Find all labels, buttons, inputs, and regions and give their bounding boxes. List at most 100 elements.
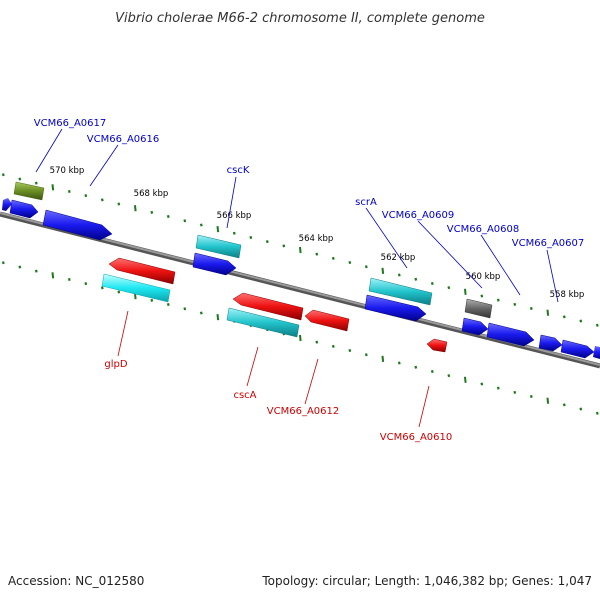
minor-tick xyxy=(579,407,583,411)
feature-reverse-0612[interactable] xyxy=(304,309,350,332)
feature-rna-upper-2[interactable] xyxy=(368,277,433,306)
major-tick xyxy=(216,226,220,233)
feature-rna-upper-1[interactable] xyxy=(195,234,242,259)
scale-label-562: 562 kbp xyxy=(381,253,416,263)
minor-tick xyxy=(447,286,451,290)
feature-reverse-0610[interactable] xyxy=(426,338,448,353)
minor-tick xyxy=(364,353,368,357)
minor-tick xyxy=(529,307,533,311)
minor-tick xyxy=(265,240,269,244)
feature-forward-edge-right[interactable] xyxy=(593,346,600,359)
upper-strand-features xyxy=(2,181,600,359)
minor-tick xyxy=(18,265,22,269)
minor-tick xyxy=(34,269,38,273)
feature-forward-0608[interactable] xyxy=(486,322,535,347)
major-tick xyxy=(51,272,55,279)
minor-tick xyxy=(414,365,418,369)
minor-tick xyxy=(1,173,5,177)
minor-tick xyxy=(183,219,187,223)
minor-tick xyxy=(348,261,352,265)
gene-label-scrA[interactable]: scrA xyxy=(355,197,377,208)
minor-tick xyxy=(1,261,5,265)
minor-tick xyxy=(430,281,434,285)
gene-label-cscA[interactable]: cscA xyxy=(233,390,256,401)
scale-label-570: 570 kbp xyxy=(50,166,85,176)
minor-tick xyxy=(199,223,203,227)
gene-label-VCM66_A0607[interactable]: VCM66_A0607 xyxy=(512,238,584,249)
minor-tick xyxy=(496,386,500,390)
minor-tick xyxy=(100,286,104,290)
upper-gene-labels: VCM66_A0617 VCM66_A0616 cscK scrA VCM66_… xyxy=(34,118,584,303)
feature-forward-next[interactable] xyxy=(560,339,595,359)
tick-row-upper xyxy=(1,173,599,327)
feature-forward-0616[interactable] xyxy=(42,209,113,241)
gene-label-cscK[interactable]: cscK xyxy=(227,165,250,176)
minor-tick xyxy=(232,231,236,235)
feature-rna-lower-2[interactable] xyxy=(226,307,300,338)
minor-tick xyxy=(331,256,335,260)
minor-tick xyxy=(315,252,319,256)
minor-tick xyxy=(67,189,71,193)
gene-label-VCM66_A0609[interactable]: VCM66_A0609 xyxy=(382,210,454,221)
minor-tick xyxy=(447,374,451,378)
major-tick xyxy=(51,184,55,191)
minor-tick xyxy=(595,323,599,327)
feature-reverse-cscA[interactable] xyxy=(232,292,304,321)
minor-tick xyxy=(18,177,22,181)
major-tick xyxy=(134,205,137,212)
major-tick xyxy=(546,397,550,404)
minor-tick xyxy=(579,319,583,323)
gene-label-VCM66_A0616[interactable]: VCM66_A0616 xyxy=(87,134,159,145)
minor-tick xyxy=(430,369,434,373)
minor-tick xyxy=(331,344,335,348)
minor-tick xyxy=(117,202,121,206)
minor-tick xyxy=(496,298,500,302)
minor-tick xyxy=(562,403,566,407)
minor-tick xyxy=(117,290,121,294)
minor-tick xyxy=(513,302,517,306)
major-tick xyxy=(299,334,302,342)
gene-label-VCM66_A0617[interactable]: VCM66_A0617 xyxy=(34,118,106,129)
minor-tick xyxy=(67,277,71,281)
minor-tick xyxy=(34,181,38,185)
minor-tick xyxy=(315,340,319,344)
minor-tick xyxy=(397,361,401,365)
feature-pseudo-olive[interactable] xyxy=(13,181,45,201)
minor-tick xyxy=(480,382,484,386)
feature-forward-0607[interactable] xyxy=(538,334,563,352)
feature-reverse-glpD[interactable] xyxy=(108,257,176,285)
minor-tick xyxy=(397,273,401,277)
major-tick xyxy=(464,376,467,383)
minor-tick xyxy=(84,282,88,286)
feature-forward-0609[interactable] xyxy=(461,317,489,336)
gene-label-VCM66_A0612[interactable]: VCM66_A0612 xyxy=(267,406,339,417)
gene-label-VCM66_A0608[interactable]: VCM66_A0608 xyxy=(447,224,519,235)
feature-forward-edge[interactable] xyxy=(2,198,12,211)
major-tick xyxy=(464,288,467,295)
minor-tick xyxy=(348,349,352,353)
minor-tick xyxy=(480,294,484,298)
feature-rna-lower-1[interactable] xyxy=(101,273,171,303)
feature-forward-scrA[interactable] xyxy=(364,294,427,322)
feature-other-gray[interactable] xyxy=(464,298,493,319)
accession-label: Accession: NC_012580 xyxy=(8,574,144,588)
feature-forward-cscK[interactable] xyxy=(192,252,237,276)
minor-tick xyxy=(100,198,104,202)
minor-tick xyxy=(199,311,203,315)
minor-tick xyxy=(529,395,533,399)
minor-tick xyxy=(84,194,88,198)
scale-label-568: 568 kbp xyxy=(134,189,169,199)
minor-tick xyxy=(364,265,368,269)
gene-label-glpD[interactable]: glpD xyxy=(104,359,127,370)
scale-label-558: 558 kbp xyxy=(550,290,585,300)
gene-label-VCM66_A0610[interactable]: VCM66_A0610 xyxy=(380,432,452,443)
minor-tick xyxy=(166,215,170,219)
minor-tick xyxy=(562,315,566,319)
scale-label-560: 560 kbp xyxy=(466,272,501,282)
minor-tick xyxy=(414,277,418,281)
scale-labels: 570 kbp 568 kbp 566 kbp 564 kbp 562 kbp … xyxy=(50,166,585,300)
minor-tick xyxy=(166,303,170,307)
scale-label-564: 564 kbp xyxy=(299,234,334,244)
feature-forward-0617[interactable] xyxy=(9,199,39,219)
